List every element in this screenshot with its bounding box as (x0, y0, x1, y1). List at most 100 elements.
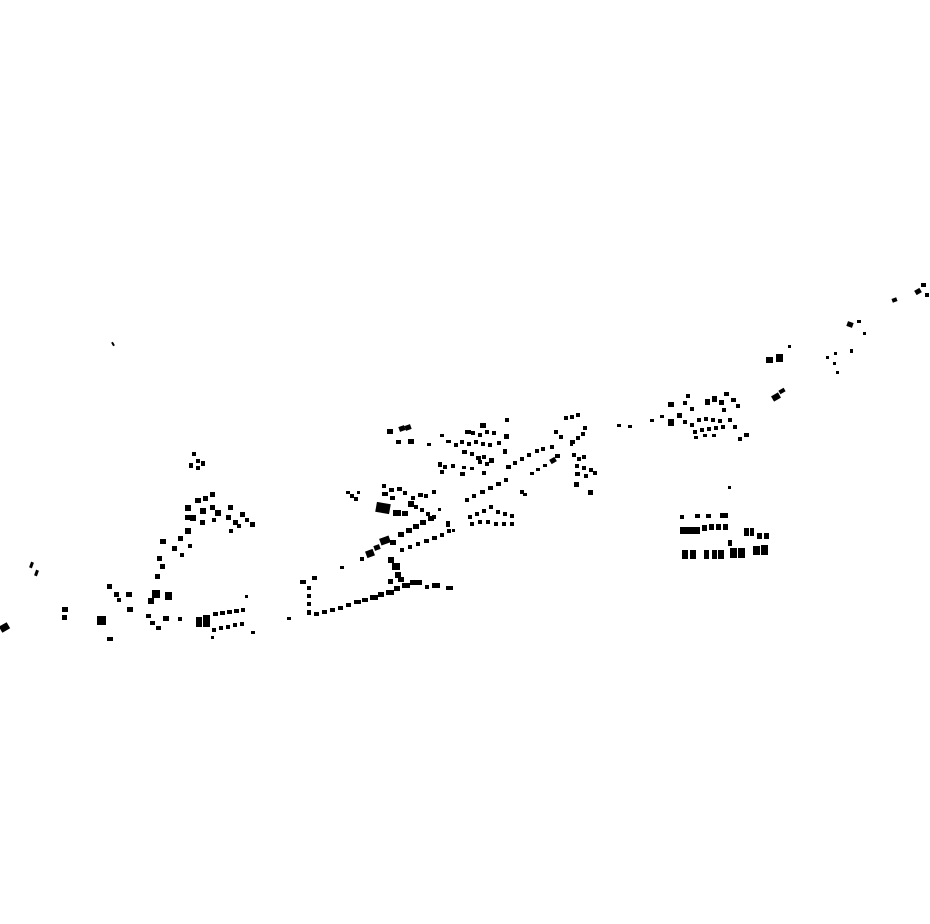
building-footprint (117, 598, 121, 602)
building-footprint (227, 610, 232, 614)
building-footprint (408, 545, 412, 549)
building-footprint (650, 419, 654, 422)
building-footprint (703, 434, 707, 437)
building-footprint (185, 515, 190, 520)
building-footprint (185, 505, 191, 511)
building-footprint (480, 490, 485, 494)
building-footprint (438, 508, 441, 511)
building-footprint (744, 528, 749, 536)
building-footprint (330, 608, 335, 612)
building-footprint (240, 512, 245, 517)
building-footprint (410, 580, 422, 585)
building-footprint (389, 488, 394, 492)
building-footprint (307, 602, 311, 606)
building-footprint (428, 516, 434, 521)
building-footprint (833, 362, 836, 365)
building-footprint (226, 515, 231, 520)
building-footprint (488, 486, 493, 490)
building-footprint (107, 584, 112, 589)
building-footprint (559, 435, 563, 439)
building-footprint (360, 557, 364, 561)
building-footprint (443, 465, 447, 469)
building-footprint (446, 440, 451, 443)
building-footprint (155, 574, 160, 579)
building-footprint (251, 631, 255, 634)
building-footprint (418, 493, 423, 497)
building-footprint (219, 626, 223, 630)
building-footprint (718, 550, 724, 559)
building-footprint (757, 533, 762, 539)
building-footprint (582, 455, 586, 459)
building-footprint (750, 528, 754, 536)
building-footprint (395, 572, 401, 578)
building-footprint (589, 468, 593, 472)
building-footprint (234, 609, 239, 613)
building-footprint (460, 440, 464, 444)
building-footprint (237, 524, 241, 528)
building-footprint (210, 505, 215, 510)
building-footprint (836, 371, 839, 374)
building-footprint (241, 608, 245, 612)
building-footprint (719, 400, 724, 405)
building-footprint (690, 550, 696, 559)
building-footprint (160, 539, 166, 544)
building-footprint (668, 419, 674, 426)
building-footprint (738, 548, 745, 558)
building-footprint (575, 472, 580, 476)
building-footprint (494, 522, 498, 526)
building-footprint (503, 449, 507, 454)
building-footprint (761, 545, 768, 555)
building-footprint (386, 590, 394, 595)
building-footprint (541, 447, 545, 451)
building-footprint (716, 524, 721, 530)
building-footprint (471, 431, 475, 435)
building-footprint (485, 462, 489, 466)
building-footprint (440, 434, 444, 437)
building-footprint (863, 332, 866, 335)
building-footprint (375, 501, 391, 515)
building-footprint (398, 577, 404, 582)
building-footprint (482, 471, 486, 475)
building-footprint (724, 392, 729, 396)
building-footprint (233, 520, 238, 525)
building-footprint (470, 452, 474, 456)
building-footprint (432, 536, 437, 540)
building-footprint (411, 496, 415, 500)
building-footprint (478, 520, 482, 524)
building-footprint (196, 459, 200, 463)
building-footprint (402, 583, 410, 588)
building-footprint (535, 449, 539, 453)
building-footprint (114, 592, 119, 597)
building-footprint (682, 550, 688, 559)
building-footprint (914, 287, 922, 296)
building-footprint (34, 569, 39, 577)
building-footprint (846, 321, 854, 328)
building-footprint (425, 585, 429, 589)
building-footprint (420, 520, 426, 525)
building-footprint (210, 492, 215, 497)
building-footprint (195, 498, 201, 503)
building-footprint (482, 509, 486, 513)
building-footprint (826, 356, 829, 359)
building-footprint (554, 430, 558, 434)
building-footprint (314, 612, 319, 616)
building-footprint (370, 595, 378, 600)
building-footprint (150, 621, 155, 625)
building-footprint (107, 637, 113, 641)
building-footprint (695, 514, 700, 518)
building-footprint (379, 535, 391, 546)
building-footprint (440, 470, 444, 474)
building-footprint (111, 341, 115, 347)
building-footprint (427, 443, 431, 446)
building-footprint (505, 418, 509, 422)
building-footprint (180, 553, 184, 557)
building-footprint (357, 491, 360, 494)
building-footprint (834, 352, 837, 355)
building-footprint (891, 297, 898, 303)
building-footprint (465, 430, 471, 434)
building-footprint (416, 542, 420, 546)
building-footprint (152, 590, 160, 598)
building-footprint (126, 592, 132, 597)
